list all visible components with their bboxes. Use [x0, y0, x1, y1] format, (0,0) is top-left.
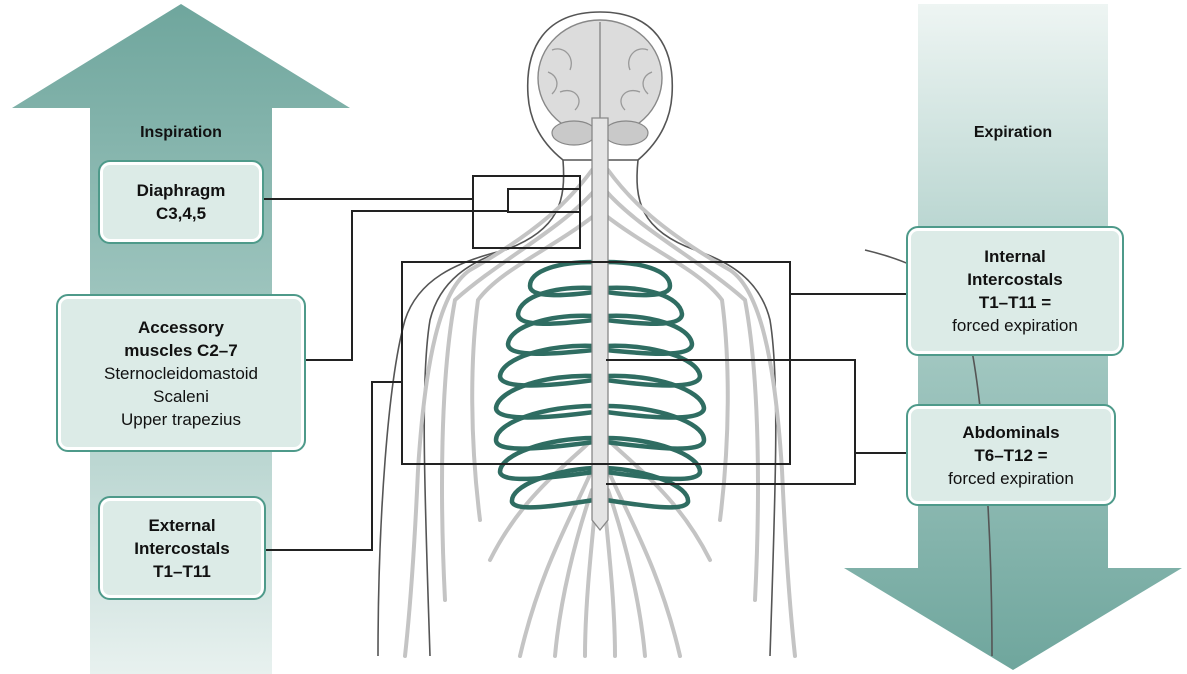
internal-intercostals-line1: Internal [984, 245, 1045, 268]
abdominals-label: Abdominals T6–T12 = forced expiration [906, 404, 1116, 506]
accessory-item-upper-trapezius: Upper trapezius [121, 408, 241, 431]
spinal-cord [592, 118, 608, 530]
diaphragm-label: Diaphragm C3,4,5 [98, 160, 264, 244]
internal-intercostals-line4: forced expiration [952, 314, 1078, 337]
diaphragm-name: Diaphragm [137, 179, 226, 202]
external-intercostals-label: External Intercostals T1–T11 [98, 496, 266, 600]
accessory-muscles-label: Accessory muscles C2–7 Sternocleidomasto… [56, 294, 306, 452]
abdominals-line2: T6–T12 = [974, 444, 1047, 467]
external-intercostals-line1: External [148, 514, 215, 537]
accessory-name-line1: Accessory [138, 316, 224, 339]
diaphragm-nerve: C3,4,5 [156, 202, 206, 225]
internal-intercostals-label: Internal Intercostals T1–T11 = forced ex… [906, 226, 1124, 356]
accessory-item-scaleni: Scaleni [153, 385, 209, 408]
inspiration-title: Inspiration [100, 124, 262, 142]
connector-lines [262, 176, 908, 550]
external-intercostals-line3: T1–T11 [153, 560, 211, 583]
internal-intercostals-line2: Intercostals [967, 268, 1062, 291]
expiration-title: Expiration [930, 124, 1096, 142]
abdominals-line3: forced expiration [948, 467, 1074, 490]
external-intercostals-line2: Intercostals [134, 537, 229, 560]
accessory-name-line2: muscles C2–7 [124, 339, 237, 362]
internal-intercostals-line3: T1–T11 = [979, 291, 1051, 314]
accessory-item-sternocleidomastoid: Sternocleidomastoid [104, 362, 258, 385]
body-figure [378, 12, 992, 656]
abdominals-line1: Abdominals [962, 421, 1059, 444]
